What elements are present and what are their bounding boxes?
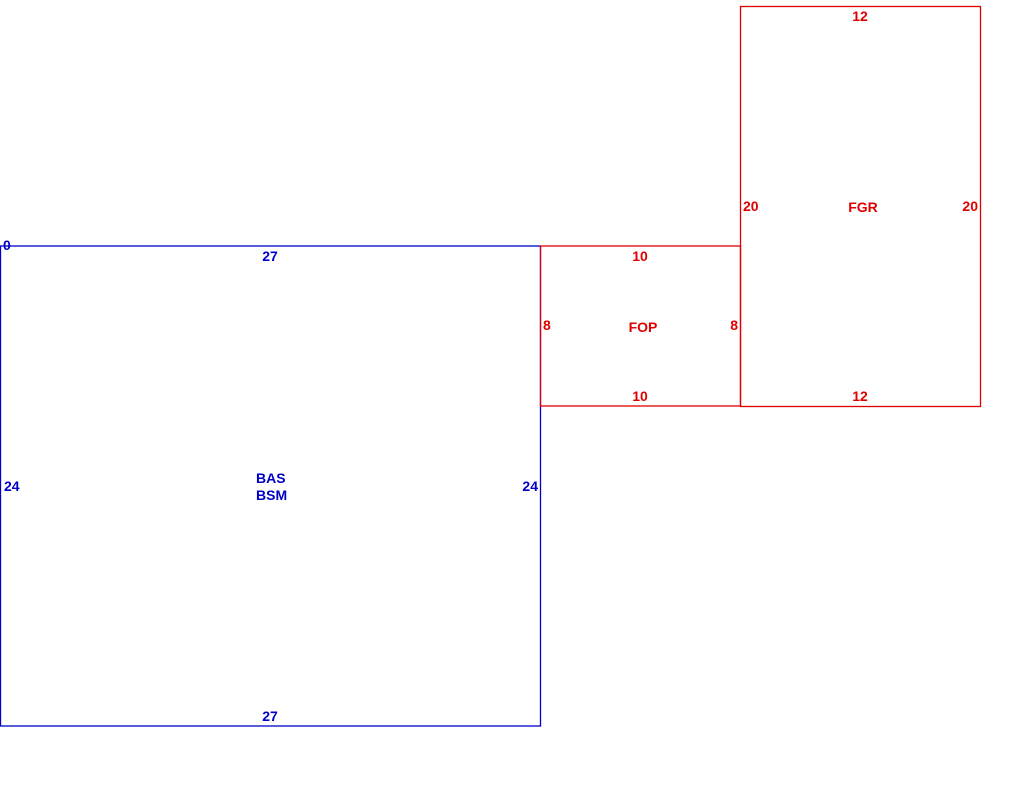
area-fop-top-dimension: 10 (632, 248, 648, 264)
area-fgr[interactable]: 12 12 20 20 FGR (739, 5, 982, 408)
area-fop-right-dimension: 8 (730, 317, 738, 333)
area-bas-right-dimension: 24 (522, 478, 538, 494)
area-fgr-top-dimension: 12 (852, 8, 868, 24)
area-fgr-code: FGR (848, 199, 878, 215)
area-bas-bottom-dimension: 27 (262, 708, 278, 724)
area-fop-bottom-dimension: 10 (632, 388, 648, 404)
area-fgr-right-dimension: 20 (962, 198, 978, 214)
area-bas-left-dimension: 24 (4, 478, 20, 494)
area-fgr-bottom-dimension: 12 (852, 388, 868, 404)
area-fop[interactable]: 10 10 8 8 FOP (539, 245, 742, 407)
origin-label: 0 (3, 237, 11, 253)
area-bas-code-2: BSM (256, 487, 287, 503)
area-bas-code-1: BAS (256, 470, 286, 486)
area-fop-left-dimension: 8 (543, 317, 551, 333)
area-fgr-outline (739, 5, 982, 408)
area-fop-code: FOP (629, 319, 658, 335)
area-bas-outline (0, 245, 542, 727)
area-fgr-left-dimension: 20 (743, 198, 759, 214)
area-bas[interactable]: 0 27 27 24 24 BAS BSM (0, 237, 542, 727)
area-bas-top-dimension: 27 (262, 248, 278, 264)
